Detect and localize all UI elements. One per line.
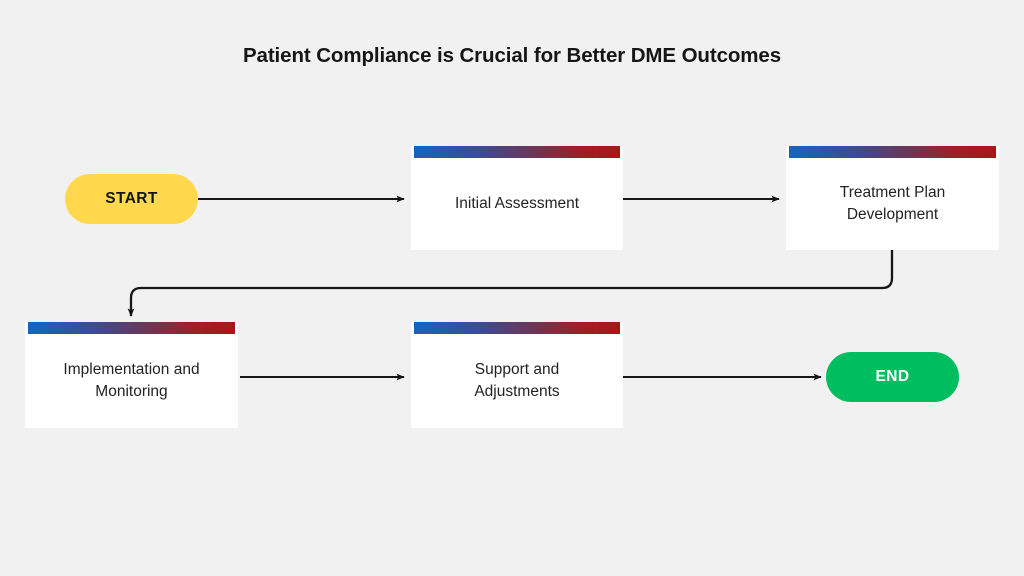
accent-bar-implementation-and-monitoring bbox=[28, 322, 235, 334]
accent-bar-initial-assessment bbox=[414, 146, 620, 158]
node-treatment-plan-development-label: Treatment Plan Development bbox=[839, 184, 946, 223]
accent-bar-treatment-plan-development bbox=[789, 146, 996, 158]
node-initial-assessment-label: Initial Assessment bbox=[454, 195, 580, 212]
node-implementation-and-monitoring[interactable]: Implementation and Monitoring bbox=[25, 322, 238, 428]
node-treatment-plan-development[interactable]: Treatment Plan Development bbox=[786, 146, 999, 250]
node-initial-assessment[interactable]: Initial Assessment bbox=[411, 146, 623, 250]
node-implementation-and-monitoring-label: Implementation and Monitoring bbox=[63, 361, 200, 400]
node-end[interactable]: END bbox=[826, 352, 959, 402]
node-start[interactable]: START bbox=[65, 174, 198, 224]
page-title: Patient Compliance is Crucial for Better… bbox=[242, 44, 782, 67]
connector-treatment-plan-to-implementation bbox=[127, 250, 894, 317]
node-end-label: END bbox=[875, 368, 910, 385]
accent-bar-support-and-adjustments bbox=[414, 322, 620, 334]
node-start-label: START bbox=[105, 190, 158, 207]
node-support-and-adjustments-label: Support and Adjustments bbox=[474, 361, 560, 400]
node-support-and-adjustments[interactable]: Support and Adjustments bbox=[411, 322, 623, 428]
